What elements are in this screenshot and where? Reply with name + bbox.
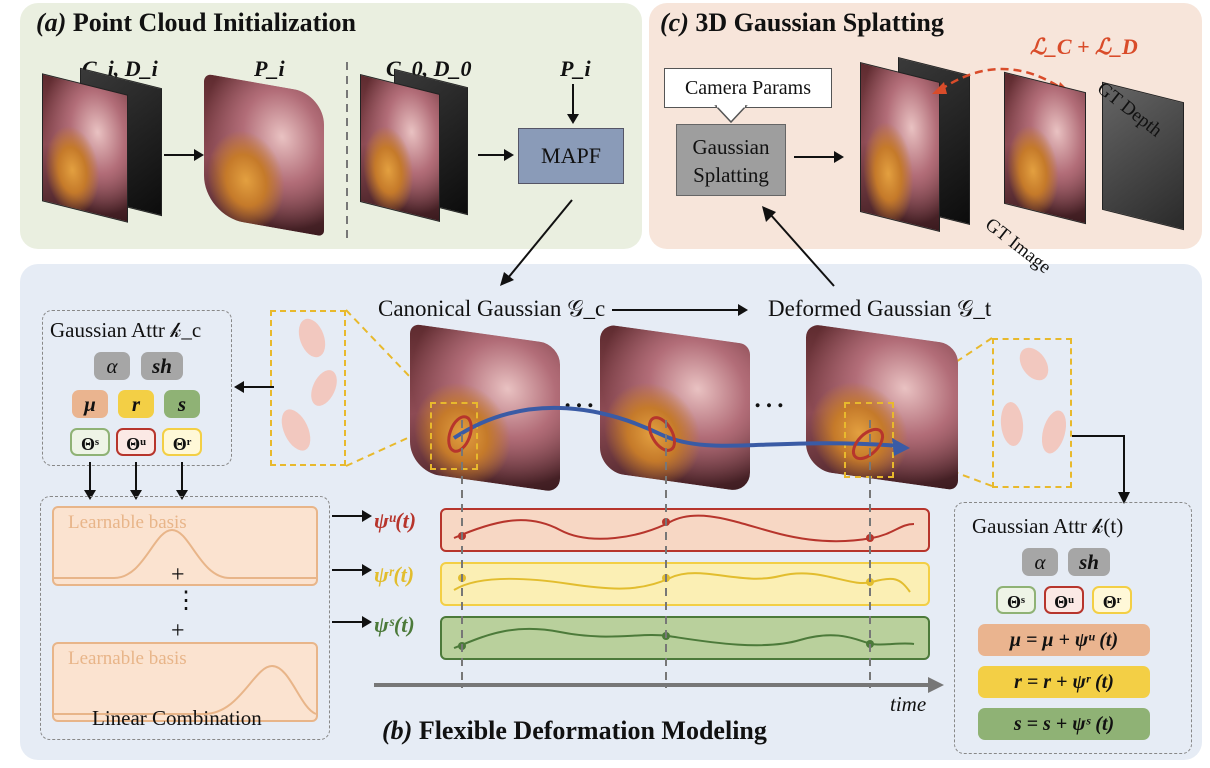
trajectory-curve [447,405,910,461]
eq-s: s = s + ψˢ (t) [978,708,1150,740]
arrows-attr-to-basis [84,462,188,500]
chip-r: r [118,390,154,418]
basis-curve-2 [54,664,317,715]
arrow-points-down [567,84,579,124]
chip-sh-deformed: sh [1068,548,1110,576]
psi-r-label: ψʳ(t) [374,562,415,587]
arrow-mapf-to-canonical [500,199,573,286]
theta-r-deformed: Θʳ [1092,586,1132,614]
plus-2: + [171,618,185,644]
linear-combination-box [40,496,330,740]
zoom-box-left [270,310,346,466]
theta-mu-chip: Θᵘ [116,428,156,456]
label-points-i: P_i [254,56,285,81]
time-label: time [890,692,927,716]
plus-1: + [171,562,185,588]
psi-s-label: ψˢ(t) [374,612,415,637]
arrow-attr-left [234,381,274,393]
timestep-lines [461,420,871,688]
learnable-basis-2: Learnable basis [52,642,318,722]
gt-image-frame [1004,71,1086,225]
splatting-line-2: Splatting [693,163,769,187]
arrow-a1 [164,149,204,161]
theta-s-chip: Θˢ [70,428,110,456]
chip-alpha: α [94,352,130,380]
basis-label-2: Learnable basis [68,648,187,669]
callout-tail [714,104,748,124]
gaussian-attr-canonical-title: Gaussian Attr 𝓀_c [50,318,202,342]
mapf-label: MAPF [541,143,601,168]
loss-label: ℒ_C + ℒ_D [1030,34,1138,59]
arrow-a2 [478,149,514,161]
theta-mu-deformed: Θᵘ [1044,586,1084,614]
canonical-gaussian-label: Canonical Gaussian 𝒢_c [378,296,606,321]
chip-alpha-deformed: α [1022,548,1058,576]
gaussian-attr-deformed-title: Gaussian Attr 𝓀(t) [972,514,1124,538]
panel-c-title: (c) 3D Gaussian Splatting [660,8,944,38]
panel-a-title: (a) Point Cloud Initialization [36,8,356,38]
divider-dashed [346,62,348,242]
chip-sh: sh [141,352,183,380]
chip-s: s [164,390,200,418]
learnable-basis-1: Learnable basis [52,506,318,586]
chip-mu: μ [72,390,108,418]
basis-curve-1 [54,528,316,579]
panel-a-tag: (a) [36,8,67,37]
time-axis [374,677,944,693]
color-frame-i [42,73,128,223]
gaussian-ellipses-right [1000,347,1067,454]
panel-b-title: (b) Flexible Deformation Modeling [382,716,767,746]
deformed-gaussian-label: Deformed Gaussian 𝒢_t [768,296,992,321]
theta-r-chip: Θʳ [162,428,202,456]
gaussian-attr-deformed-box [954,502,1192,754]
vdots: ⋮ [174,588,198,614]
psi-arrows [332,510,372,628]
splatting-line-1: Gaussian [692,135,770,159]
gaussian-ellipses-left [281,318,337,451]
panel-a-title-text: Point Cloud Initialization [72,8,356,37]
eq-mu: μ = μ + ψᵘ (t) [978,624,1150,656]
arrow-splat-to-render [794,151,844,163]
panel-c-tag: (c) [660,8,689,37]
yellow-box-canonical [430,402,478,470]
psi-mu-track [440,508,930,552]
panel-b-tag: (b) [382,716,413,745]
arrow-deformed-to-splatting [762,206,835,287]
point-cloud-image [204,73,324,237]
arrow-canonical-to-deformed [612,304,748,316]
camera-params-callout: Camera Params [664,68,832,108]
psi-curves [453,514,915,650]
zoom-lines-left [345,309,435,467]
panel-b-title-text: Flexible Deformation Modeling [418,716,767,745]
label-points-in: P_i [560,56,591,81]
linear-combination-label: Linear Combination [92,706,262,730]
gaussian-splatting-box: Gaussian Splatting [676,124,786,196]
rendered-image [860,62,940,232]
panel-c-title-text: 3D Gaussian Splatting [695,8,944,37]
ellipsis-2: … [752,378,786,415]
theta-s-deformed: Θˢ [996,586,1036,614]
basis-label-1: Learnable basis [68,512,187,533]
eq-r: r = r + ψʳ (t) [978,666,1150,698]
psi-r-track [440,562,930,606]
color-frame-0 [360,74,440,222]
zoom-box-right [992,338,1072,488]
arrow-attr-right [1072,435,1130,504]
mapf-box: MAPF [518,128,624,184]
camera-params-label: Camera Params [684,77,812,99]
psi-mu-label: ψᵘ(t) [374,508,417,533]
